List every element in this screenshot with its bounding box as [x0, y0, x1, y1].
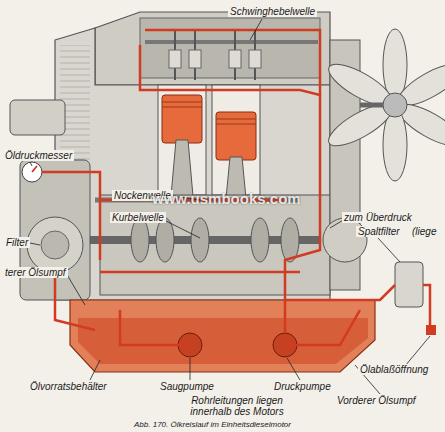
part-label: Schwinghebelwelle: [228, 6, 317, 17]
oil-pressure-gauge: [22, 162, 42, 182]
valves: [175, 30, 255, 80]
part-label: Öldruckmesser: [3, 150, 74, 161]
piston: [162, 95, 202, 143]
crankcase: [100, 195, 330, 295]
intake: [10, 100, 65, 135]
part-label: Filter: [4, 237, 30, 248]
part-label: Druckpumpe: [272, 381, 333, 392]
cylinder-head: [95, 12, 330, 85]
part-label: (liege: [410, 226, 438, 237]
pulley: [323, 218, 367, 262]
part-label: Saugpumpe: [158, 381, 216, 392]
slit-filter: [395, 262, 423, 307]
part-label: Kurbelwelle: [110, 212, 166, 223]
part-label: Rohrleitungen liegen innerhalb des Motor…: [175, 395, 299, 417]
valve-springs: [169, 50, 261, 68]
piston: [216, 112, 256, 160]
cooling-fan: [323, 29, 445, 181]
valve-cover-cut: [140, 18, 320, 78]
oil-filter: [27, 217, 83, 273]
leader-lines: [30, 19, 430, 394]
part-label: Ölvorratsbehälter: [28, 381, 109, 392]
figure-caption: Abb. 170. Ölkreislauf im Einheitsdieselm…: [132, 420, 293, 429]
oil-sump: [70, 300, 375, 372]
part-label: terer Ölsumpf: [3, 267, 68, 278]
part-label: Vorderer Ölsumpf: [335, 395, 418, 406]
part-label: Spaltfilter: [356, 226, 402, 237]
oil-lines: [42, 30, 430, 345]
rocker-shaft: [145, 40, 318, 44]
part-label: Ölablaßöffnung: [358, 364, 430, 375]
crank-webs: [131, 218, 299, 262]
watermark: www.usmbooks.com: [150, 193, 303, 204]
drain-plug: [426, 325, 436, 335]
part-label: zum Überdruck: [342, 212, 414, 223]
